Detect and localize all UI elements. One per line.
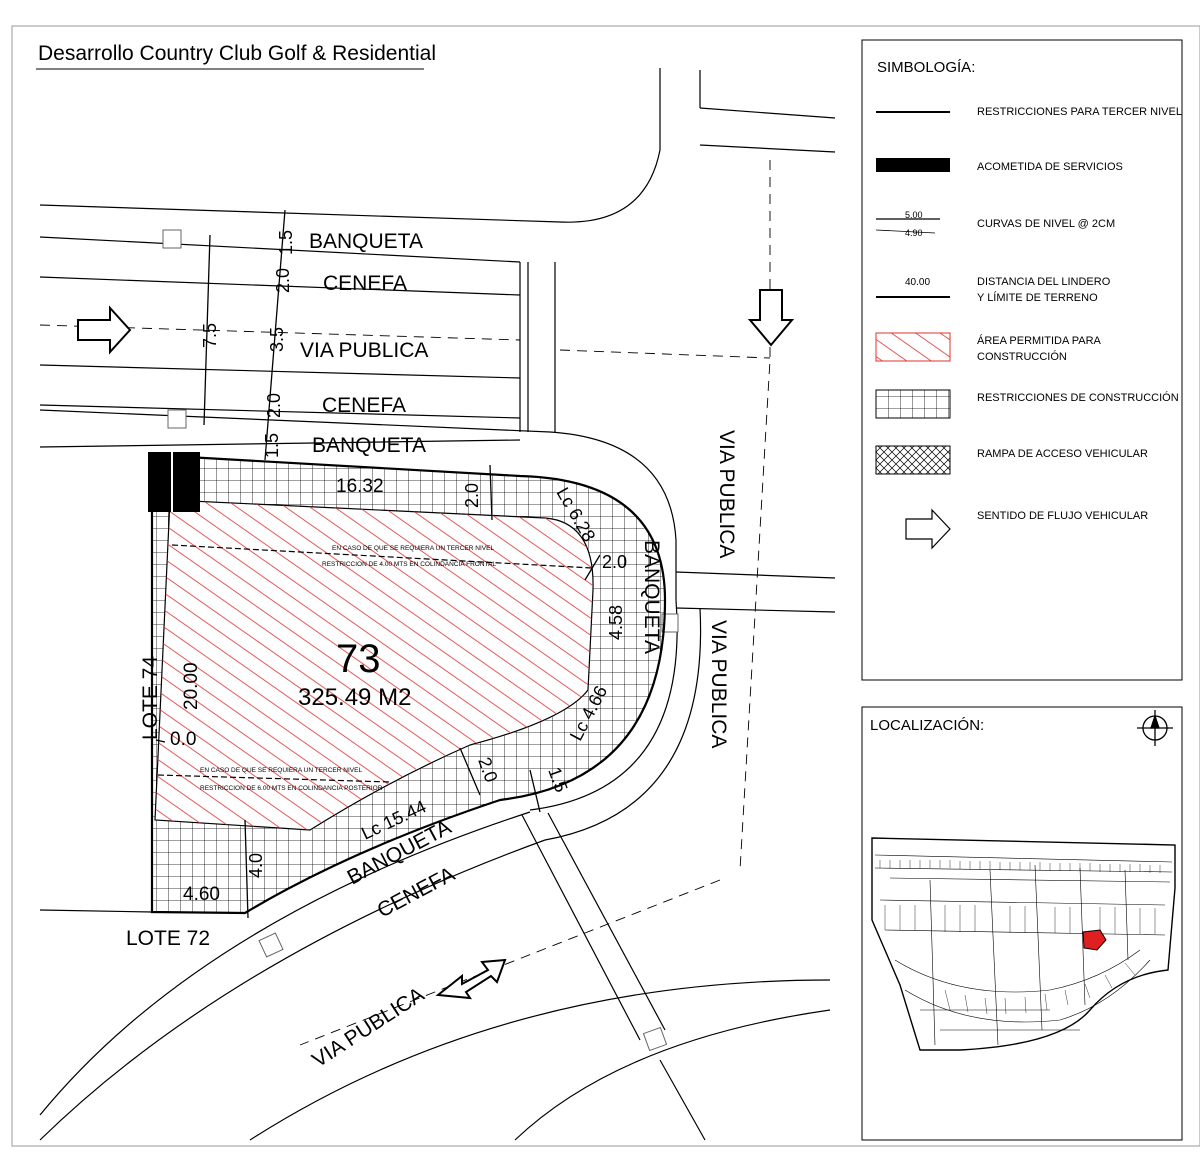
street-label-banqueta-top2: BANQUETA (312, 434, 426, 457)
street-label-via-publica-bottom: VIA PUBLICA (308, 983, 428, 1072)
lot-area: 325.49 M2 (298, 684, 411, 711)
dim-3-5: 3.5 (267, 327, 287, 352)
street-label-via-publica-right1: VIA PUBLICA (715, 430, 738, 558)
dim-rear-setback: 4.0 (246, 853, 266, 878)
street-label-via-publica-right2: VIA PUBLICA (707, 620, 730, 748)
street-label-banqueta-top: BANQUETA (309, 230, 423, 253)
note-front-line1: EN CASO DE QUE SE REQUIERA UN TERCER NIV… (332, 545, 494, 552)
flow-arrow-bidirectional-icon (435, 958, 507, 1000)
dimension-lines (155, 209, 601, 919)
curb-markers (162, 229, 679, 1052)
street-label-banqueta-right: BANQUETA (640, 540, 663, 654)
legend-item-services: ACOMETIDA DE SERVICIOS (977, 161, 1123, 173)
legend-item-permitted-2: CONSTRUCCIÓN (977, 350, 1067, 363)
location-title: LOCALIZACIÓN: (870, 717, 984, 734)
traffic-flow-arrows (77, 289, 795, 1000)
location-map (871, 837, 1176, 1051)
lot-73-highlight (1082, 929, 1107, 951)
dim-left-zero: 0.0 (170, 729, 196, 750)
north-arrow-icon (1137, 710, 1173, 746)
lot-number: 73 (336, 637, 381, 681)
legend-item-permitted-1: ÁREA PERMITIDA PARA (977, 334, 1102, 347)
location-panel: LOCALIZACIÓN: (861, 706, 1183, 1141)
street-label-cenefa-top2: CENEFA (322, 394, 406, 417)
legend-item-distance-1: DISTANCIA DEL LINDERO (977, 276, 1111, 288)
legend-item-ramp: RAMPA DE ACCESO VEHICULAR (977, 448, 1148, 460)
dim-left-side: 20.00 (181, 662, 202, 710)
legend-item-restrictions: RESTRICCIONES DE CONSTRUCCIÓN (977, 391, 1179, 404)
dim-2-0-mid: 2.0 (264, 393, 284, 418)
flow-arrow-east-icon (77, 305, 132, 355)
note-rear-line1: EN CASO DE QUE SE REQUIERA UN TERCER NIV… (200, 767, 362, 774)
dim-side-setback: 2.0 (602, 552, 627, 572)
dim-2-0-top: 2.0 (273, 268, 293, 293)
street-label-via-publica-top: VIA PUBLICA (300, 339, 428, 362)
legend-item-third-level: RESTRICCIONES PARA TERCER NIVEL (977, 106, 1182, 118)
legend-contour-sample1: 5.00 (905, 210, 923, 220)
legend-title: SIMBOLOGÍA: (877, 59, 975, 76)
street-network (39, 68, 836, 1141)
legend-item-distance-2: Y LÍMITE DE TERRENO (977, 291, 1098, 304)
dim-1-5-mid: 1.5 (262, 433, 282, 458)
service-connection (148, 452, 200, 512)
neighbor-lot-left: LOTE 74 (139, 656, 162, 740)
note-front-line2: RESTRICCION DE 4.00 MTS EN COLINDANCIA F… (322, 561, 496, 568)
neighbor-lot-bottom: LOTE 72 (126, 927, 210, 950)
legend-contour-sample2: 4.90 (905, 228, 923, 238)
legend-flow-arrow-icon (905, 508, 951, 550)
dim-1-5-top: 1.5 (276, 230, 296, 255)
dim-rear-width: 4.60 (183, 884, 220, 905)
legend-panel: SIMBOLOGÍA: RESTRICCIONES PARA TERCER NI… (861, 39, 1183, 681)
dim-setback-front: 2.0 (462, 483, 482, 508)
flow-arrow-south-icon (747, 289, 795, 347)
note-rear-line2: RESTRICCION DE 6.00 MTS EN COLINDANCIA P… (200, 785, 383, 792)
legend-item-flow: SENTIDO DE FLUJO VEHICULAR (977, 510, 1148, 522)
legend-distance-sample: 40.00 (905, 277, 930, 288)
dim-7-5: 7.5 (200, 323, 220, 348)
dim-front: 16.32 (336, 476, 384, 497)
street-label-cenefa-top: CENEFA (323, 272, 407, 295)
street-centerlines (39, 160, 771, 1046)
dim-side: 4.58 (606, 605, 626, 640)
sheet-title: Desarrollo Country Club Golf & Residenti… (38, 42, 436, 65)
legend-item-contours: CURVAS DE NIVEL @ 2CM (977, 218, 1115, 230)
